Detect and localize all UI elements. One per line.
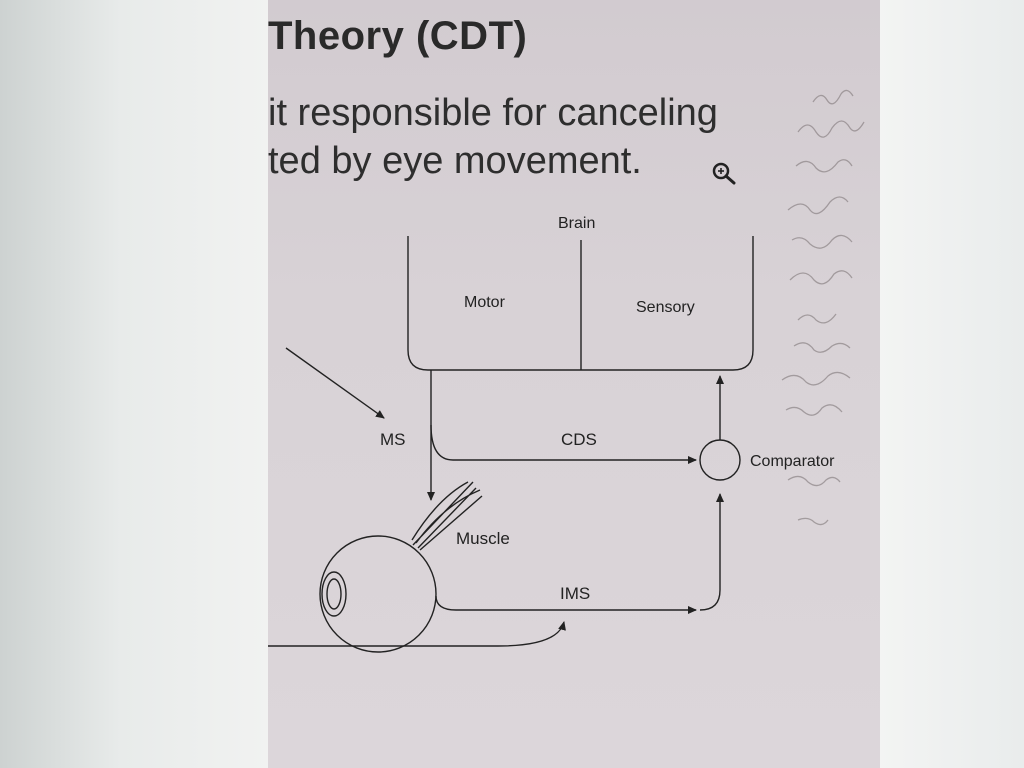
ms-label: MS — [380, 430, 406, 449]
cdt-diagram: Brain Motor Sensory MS CDS Comparator Mu… — [268, 215, 835, 653]
brain-label: Brain — [558, 215, 595, 232]
zoom-in-icon[interactable] — [710, 160, 740, 186]
ims-to-comparator-line — [699, 493, 724, 611]
comparator-circle — [699, 439, 741, 481]
cds-label: CDS — [561, 430, 597, 449]
bottom-input-line — [268, 621, 566, 647]
sensory-label: Sensory — [636, 299, 695, 316]
monitor-bezel-left — [0, 0, 268, 768]
monitor-bezel-right — [880, 0, 1024, 768]
external-input-arrow — [285, 347, 385, 419]
ims-label: IMS — [560, 584, 590, 603]
cds-path — [430, 424, 697, 464]
slide-body-line-1: it responsible for canceling — [268, 92, 718, 134]
muscle-label: Muscle — [456, 529, 510, 548]
eye-pupil — [321, 571, 347, 617]
eye-circle — [319, 535, 437, 653]
presentation-slide: Theory (CDT) it responsible for cancelin… — [268, 0, 880, 768]
comparator-label: Comparator — [750, 453, 835, 470]
handwriting-overlay — [781, 89, 865, 526]
slide-body-line-2: ted by eye movement. — [268, 140, 642, 182]
muscle-fibers — [411, 481, 483, 551]
slide-title: Theory (CDT) — [268, 14, 528, 58]
motor-label: Motor — [464, 294, 506, 311]
